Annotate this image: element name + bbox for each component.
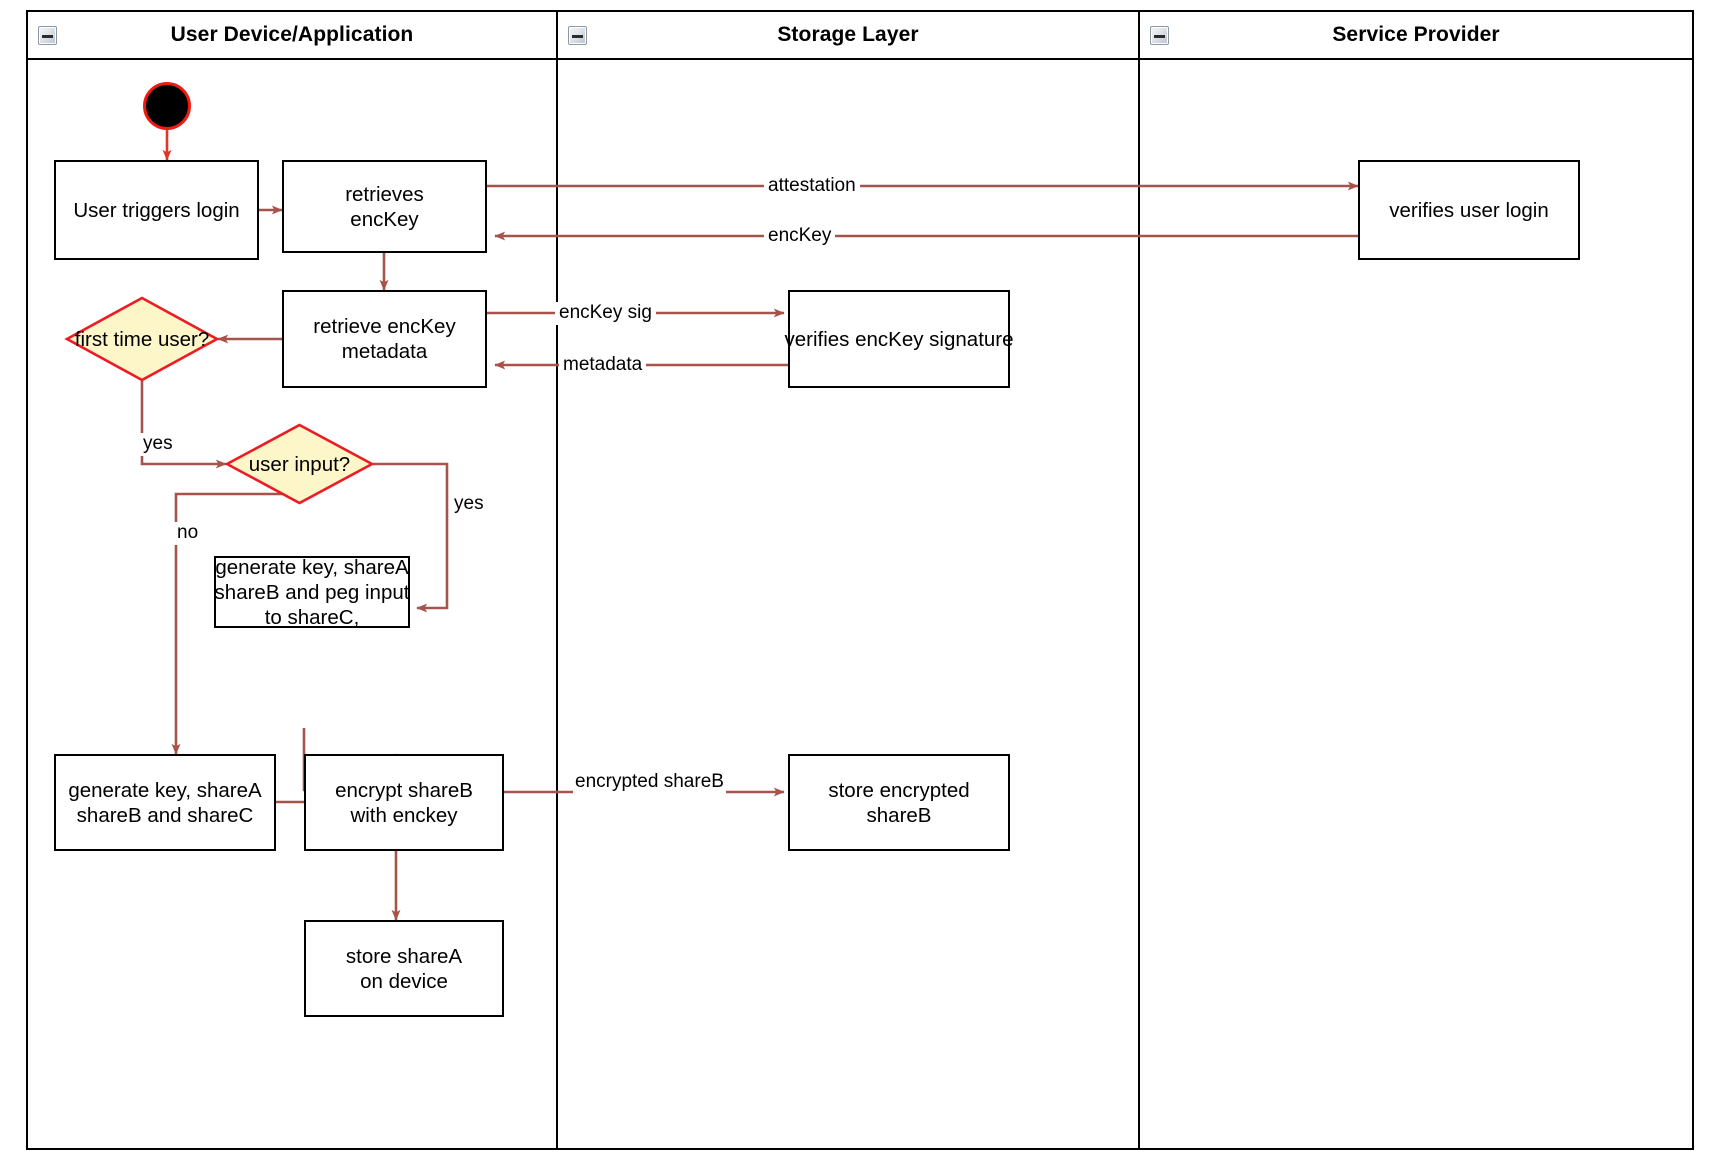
decision-first-time-user-line1: first time (74, 327, 153, 351)
action-store-sharea[interactable]: store shareA on device (304, 920, 504, 1017)
action-retrieves-enckey[interactable]: retrieves encKey (282, 160, 487, 253)
action-verifies-enckey-signature[interactable]: verifies encKey signature (784, 290, 1014, 388)
edge-label-first-yes: yes (139, 433, 177, 456)
initial-node-start (143, 82, 191, 130)
action-generate-peg-line1: generate key, shareA (215, 555, 409, 579)
edge-label-enckey: encKey (764, 225, 836, 248)
lane-title-storage-layer: Storage Layer (777, 23, 919, 46)
collapse-minus-icon-service-provider[interactable] (1150, 26, 1169, 45)
action-store-encrypted-shareb[interactable]: store encrypted shareB (788, 754, 1010, 851)
decision-first-time-user-label: first time user? (75, 327, 209, 352)
edge-label-input-yes: yes (450, 493, 488, 516)
edge-label-encrypted-shareb-line1: encrypted (575, 771, 659, 792)
edge-label-encrypted-shareb: encrypted shareB (573, 771, 726, 794)
lane-header-user-device[interactable]: User Device/Application (28, 12, 556, 60)
action-user-triggers-login[interactable]: User triggers login (54, 160, 259, 260)
edge-label-enckey-sig: encKey sig (555, 302, 656, 325)
action-retrieve-enckey-metadata[interactable]: retrieve encKey metadata (282, 290, 487, 388)
action-verifies-user-login-label: verifies user login (1389, 198, 1549, 222)
action-retrieves-enckey-line2: encKey (350, 207, 419, 231)
edge-first-yes (140, 381, 227, 469)
action-generate-shares-line2: shareB and shareC (76, 803, 254, 827)
action-encrypt-shareb-line1: encrypt shareB (335, 778, 473, 802)
lane-header-storage-layer[interactable]: Storage Layer (556, 12, 1138, 60)
edge-label-encrypted-shareb-line2: shareB (663, 771, 724, 792)
action-verifies-enckey-signature-label: verifies encKey signature (784, 327, 1014, 351)
activity-diagram-frame: User Device/Application Storage Layer Se… (26, 10, 1694, 1150)
action-encrypt-shareb[interactable]: encrypt shareB with enckey (304, 754, 504, 851)
edge-label-input-no: no (173, 522, 203, 545)
action-store-sharea-line2: on device (360, 969, 448, 993)
edge-label-metadata: metadata (559, 354, 647, 377)
decision-user-input[interactable]: user input? (224, 423, 375, 505)
lane-title-service-provider: Service Provider (1332, 23, 1500, 46)
decision-first-time-user-shape (64, 296, 220, 382)
lane-title-user-device: User Device/Application (170, 23, 414, 46)
action-retrieve-enckey-metadata-line1: retrieve encKey (313, 315, 456, 338)
lane-divider-1 (556, 60, 558, 1148)
edge-input-no (171, 492, 299, 755)
action-encrypt-shareb-line2: with enckey (350, 803, 458, 827)
action-generate-shares[interactable]: generate key, shareA shareB and shareC (54, 754, 276, 851)
edge-label-attestation: attestation (764, 175, 860, 198)
action-generate-shares-line1: generate key, shareA (68, 778, 262, 802)
decision-first-time-user-line2: user? (157, 327, 210, 351)
action-store-sharea-line1: store shareA (345, 944, 463, 968)
decision-first-time-user[interactable]: first time user? (64, 296, 220, 382)
action-retrieve-enckey-metadata-line2: metadata (341, 340, 428, 363)
action-generate-peg[interactable]: generate key, shareA shareB and peg inpu… (214, 555, 410, 629)
action-store-encrypted-shareb-line2: shareB (866, 803, 932, 827)
action-store-encrypted-shareb-line1: store encrypted (828, 778, 970, 802)
decision-user-input-line1: user input? (248, 452, 351, 476)
action-verifies-user-login[interactable]: verifies user login (1358, 160, 1580, 260)
action-user-triggers-login-label: User triggers login (73, 198, 240, 222)
edge-input-yes (373, 462, 449, 613)
decision-user-input-label: user input? (249, 452, 350, 477)
action-retrieves-enckey-line1: retrieves (345, 182, 424, 206)
lane-header-service-provider[interactable]: Service Provider (1138, 12, 1692, 60)
action-generate-peg-line3: to shareC, (264, 605, 360, 629)
lane-divider-2 (1138, 60, 1140, 1148)
collapse-minus-icon-user-device[interactable] (38, 26, 57, 45)
collapse-minus-icon-storage-layer[interactable] (568, 26, 587, 45)
decision-user-input-shape (224, 423, 375, 505)
action-generate-peg-line2: shareB and peg input (214, 580, 410, 604)
